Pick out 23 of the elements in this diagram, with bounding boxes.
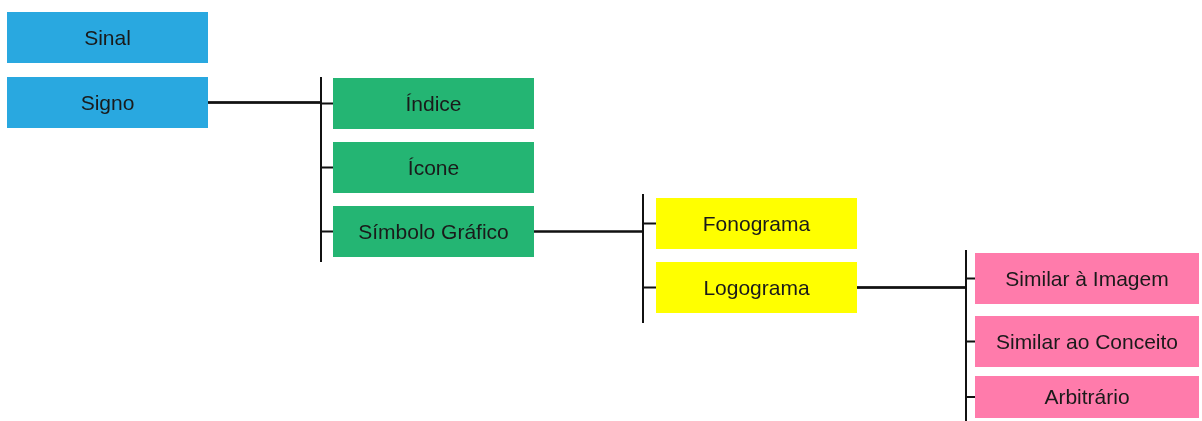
- box-label: Arbitrário: [1044, 385, 1130, 409]
- category-box: [333, 142, 534, 193]
- box-label: Símbolo Gráfico: [358, 219, 509, 244]
- category-box: [7, 77, 208, 128]
- box-label: Sinal: [84, 25, 131, 50]
- box-label: Similar ao Conceito: [995, 329, 1179, 354]
- box-label: Ícone: [407, 155, 460, 180]
- category-box: [975, 253, 1199, 304]
- category-box: [975, 316, 1199, 367]
- connector-line: [856, 286, 976, 398]
- category-box: [656, 262, 857, 313]
- connector-line: [533, 230, 657, 289]
- connector-line: [207, 101, 334, 233]
- category-box: [975, 376, 1199, 418]
- box-label: Fonograma: [702, 211, 811, 236]
- box-label: Índice: [405, 91, 462, 116]
- box-label: Signo: [80, 90, 135, 115]
- category-box: [656, 198, 857, 249]
- box-label: Similar à Imagem: [1005, 266, 1169, 291]
- box-label: Logograma: [703, 275, 810, 300]
- category-box: [333, 206, 534, 257]
- category-box: [7, 12, 208, 63]
- category-box: [333, 78, 534, 129]
